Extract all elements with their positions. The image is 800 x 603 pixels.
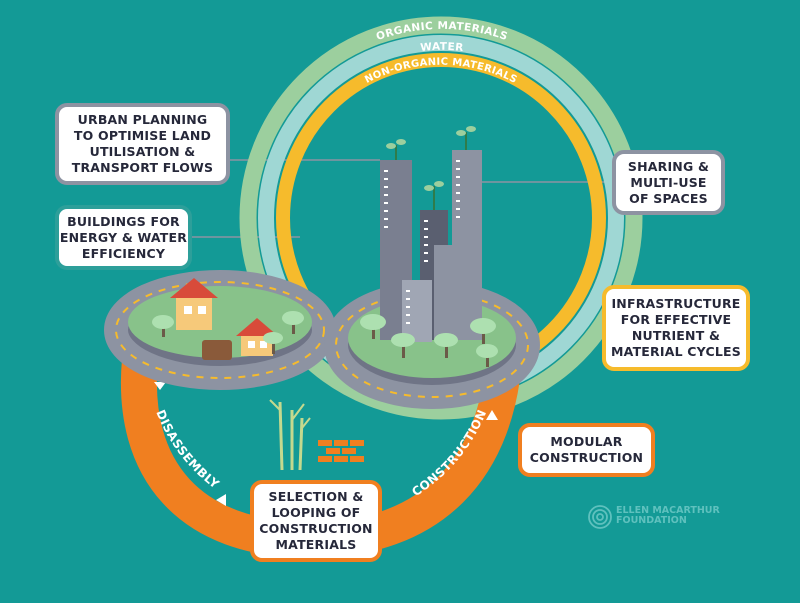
vegetable-garden bbox=[202, 340, 232, 360]
box-infrastructure: INFRASTRUCTURE FOR EFFECTIVE NUTRIENT & … bbox=[602, 285, 750, 371]
house-large bbox=[170, 278, 218, 330]
rooftop-sprouts bbox=[386, 126, 476, 210]
skyscrapers bbox=[380, 150, 482, 342]
foundation-logo: ELLEN MACARTHUR FOUNDATION bbox=[586, 506, 720, 526]
ring-label-water: WATER bbox=[420, 41, 465, 54]
box-selection-materials: SELECTION & LOOPING OF CONSTRUCTION MATE… bbox=[250, 480, 382, 562]
organic-ring bbox=[239, 16, 643, 420]
loop-arrows bbox=[154, 382, 498, 506]
ring-label-non-organic: NON-ORGANIC MATERIALS bbox=[363, 57, 519, 86]
foundation-logo-icon bbox=[588, 505, 612, 529]
bamboo bbox=[269, 399, 311, 471]
box-buildings-efficiency: BUILDINGS FOR ENERGY & WATER EFFICIENCY bbox=[55, 205, 192, 270]
bricks bbox=[318, 440, 364, 462]
box-urban-planning: URBAN PLANNING TO OPTIMISE LAND UTILISAT… bbox=[55, 103, 230, 185]
trees-right bbox=[360, 314, 498, 367]
box-modular-construction: MODULAR CONSTRUCTION bbox=[518, 423, 655, 477]
trees-left bbox=[152, 311, 304, 354]
box-sharing-spaces: SHARING & MULTI-USE OF SPACES bbox=[612, 150, 725, 215]
foundation-logo-text: ELLEN MACARTHUR FOUNDATION bbox=[616, 505, 720, 526]
